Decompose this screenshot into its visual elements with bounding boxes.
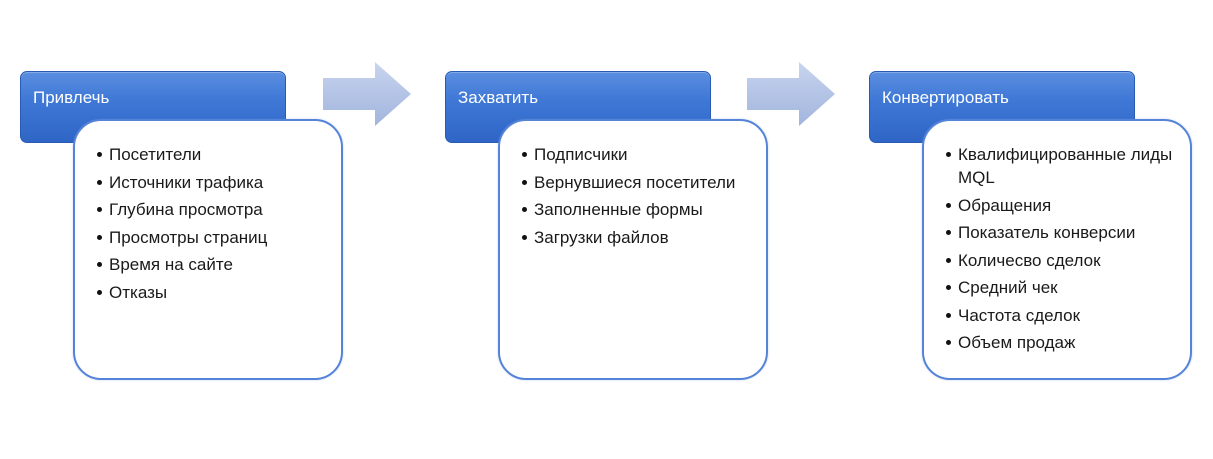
stage-title: Привлечь bbox=[33, 88, 110, 107]
list-item: Подписчики bbox=[522, 143, 758, 166]
list-item: Вернувшиеся посетители bbox=[522, 171, 758, 194]
list-item: Показатель конверсии bbox=[946, 221, 1182, 244]
right-arrow-icon bbox=[323, 62, 411, 126]
metric-list: Подписчики Вернувшиеся посетители Заполн… bbox=[500, 121, 766, 249]
right-arrow-icon bbox=[747, 62, 835, 126]
list-item: Отказы bbox=[97, 281, 333, 304]
list-item: Загрузки файлов bbox=[522, 226, 758, 249]
list-item: Посетители bbox=[97, 143, 333, 166]
stage-attract: Привлечь Посетители Источники трафика Гл… bbox=[20, 71, 343, 381]
stage-capture: Захватить Подписчики Вернувшиеся посетит… bbox=[445, 71, 768, 381]
list-item: Источники трафика bbox=[97, 171, 333, 194]
list-item: Заполненные формы bbox=[522, 198, 758, 221]
stage-title: Конвертировать bbox=[882, 88, 1009, 107]
list-item: Количесво сделок bbox=[946, 249, 1182, 272]
metric-list: Квалифицированные лиды MQL Обращения Пок… bbox=[924, 121, 1190, 354]
stage-convert: Конвертировать Квалифицированные лиды MQ… bbox=[869, 71, 1192, 381]
list-item: Частота сделок bbox=[946, 304, 1182, 327]
stage-title: Захватить bbox=[458, 88, 539, 107]
list-item: Просмотры страниц bbox=[97, 226, 333, 249]
list-item: Время на сайте bbox=[97, 253, 333, 276]
list-item: Квалифицированные лиды MQL bbox=[946, 143, 1182, 189]
stage-panel-convert: Квалифицированные лиды MQL Обращения Пок… bbox=[922, 119, 1192, 380]
list-item: Объем продаж bbox=[946, 331, 1182, 354]
metric-list: Посетители Источники трафика Глубина про… bbox=[75, 121, 341, 304]
list-item: Средний чек bbox=[946, 276, 1182, 299]
stage-panel-capture: Подписчики Вернувшиеся посетители Заполн… bbox=[498, 119, 768, 380]
list-item: Глубина просмотра bbox=[97, 198, 333, 221]
stage-panel-attract: Посетители Источники трафика Глубина про… bbox=[73, 119, 343, 380]
list-item: Обращения bbox=[946, 194, 1182, 217]
